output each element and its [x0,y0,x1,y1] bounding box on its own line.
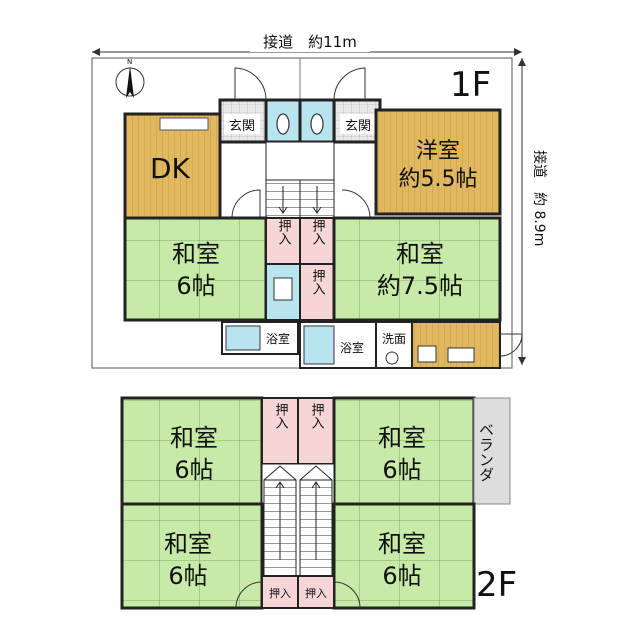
room-2f-tl-name: 和室 [170,424,218,452]
stairs-2f-turn-left [263,465,297,481]
washitsu-left-size: 6帖 [176,272,215,300]
door-yoshitsu [341,189,371,219]
kitchen-sink-icon [447,347,475,363]
yoshitsu-size: 約5.5帖 [399,167,478,192]
bath-right-label: 浴室 [340,340,364,355]
stove-icon [417,345,437,363]
washitsu-right-size: 約7.5帖 [377,272,463,300]
yoshitsu-name: 洋室 [416,139,460,164]
road-top-label: 接道 約11m [263,33,357,51]
washitsu-right-name: 和室 [396,240,444,268]
door-dk [231,189,261,219]
stair-2f-arrow-left [275,481,285,560]
oshiire-2f-bottom-right-label: 押入 [305,586,327,600]
senmen-label: 洗面 [382,332,406,346]
oshiire-2f-bottom-left-label: 押入 [269,586,291,600]
entry-door-right [333,67,366,101]
toilet-right-icon [310,113,324,135]
door-2f-bl [235,581,263,609]
floor-label-2f: 2F [476,565,517,605]
stair-arrow-left [278,186,288,214]
back-door [499,333,523,357]
oshiire-3 [299,263,335,321]
room-2f-br-name: 和室 [378,530,426,558]
first-floor: DK 玄関 玄関 洋室 約5.5帖 和室 6帖 [123,67,523,369]
north-arrow-icon: N [115,58,145,98]
oshiire-1 [265,217,301,265]
genkan-left-label: 玄関 [229,119,255,134]
floor-label-1f: 1F [450,65,491,105]
room-2f-bl [120,502,264,610]
oshiire-2 [299,217,335,265]
road-right-dimension: 接道 約 8.9m [518,58,552,365]
oshiire-2f-top-left-label: 押入 [273,403,289,429]
stair-arrow-right [312,186,322,214]
washitsu-right [332,216,502,322]
room-2f-tr-size: 6帖 [382,456,421,484]
oshiire-2f-bottom-right [297,575,335,609]
bath-left-label: 浴室 [266,331,290,346]
room-2f-tl [120,396,264,506]
room-2f-tl-size: 6帖 [174,456,213,484]
sink-left-icon [273,277,293,301]
oshiire-2f-top-right [297,397,335,465]
room-2f-bl-size: 6帖 [168,562,207,590]
dk-room [123,112,222,221]
washbasin-icon [385,351,399,365]
road-right-label: 接道 約 8.9m [531,150,548,246]
second-floor: 和室 6帖 押入 押入 和室 6帖 ベランダ 和室 6帖 和室 6帖 押入 押入 [120,396,511,610]
veranda-label: ベランダ [477,422,495,482]
svg-text:N: N [127,58,132,66]
room-2f-bl-name: 和室 [164,530,212,558]
toilet-left-icon [276,113,290,135]
bathtub-right-icon [303,325,335,365]
door-2f-br [333,581,361,609]
oshiire-2f-top-left [261,397,299,465]
oshiire-3-label: 押入 [310,269,326,295]
kitchen-counter [159,117,209,131]
genkan-right-label: 玄関 [345,119,371,134]
oshiire-2-label: 押入 [310,219,326,245]
veranda [473,397,511,505]
room-2f-br [332,502,476,610]
oshiire-2f-top-right-label: 押入 [309,403,325,429]
room-2f-tr-name: 和室 [378,424,426,452]
bathtub-left-icon [225,325,261,351]
room-2f-br-size: 6帖 [382,562,421,590]
washitsu-left-name: 和室 [172,240,220,268]
washitsu-left [123,216,268,322]
entry-door-left [234,67,267,101]
dk-label: DK [150,152,191,185]
stair-2f-arrow-right [311,481,321,560]
road-top-dimension: 接道 約11m [92,30,522,56]
stairs-2f-turn-right [299,465,333,481]
oshiire-1-label: 押入 [276,219,292,245]
